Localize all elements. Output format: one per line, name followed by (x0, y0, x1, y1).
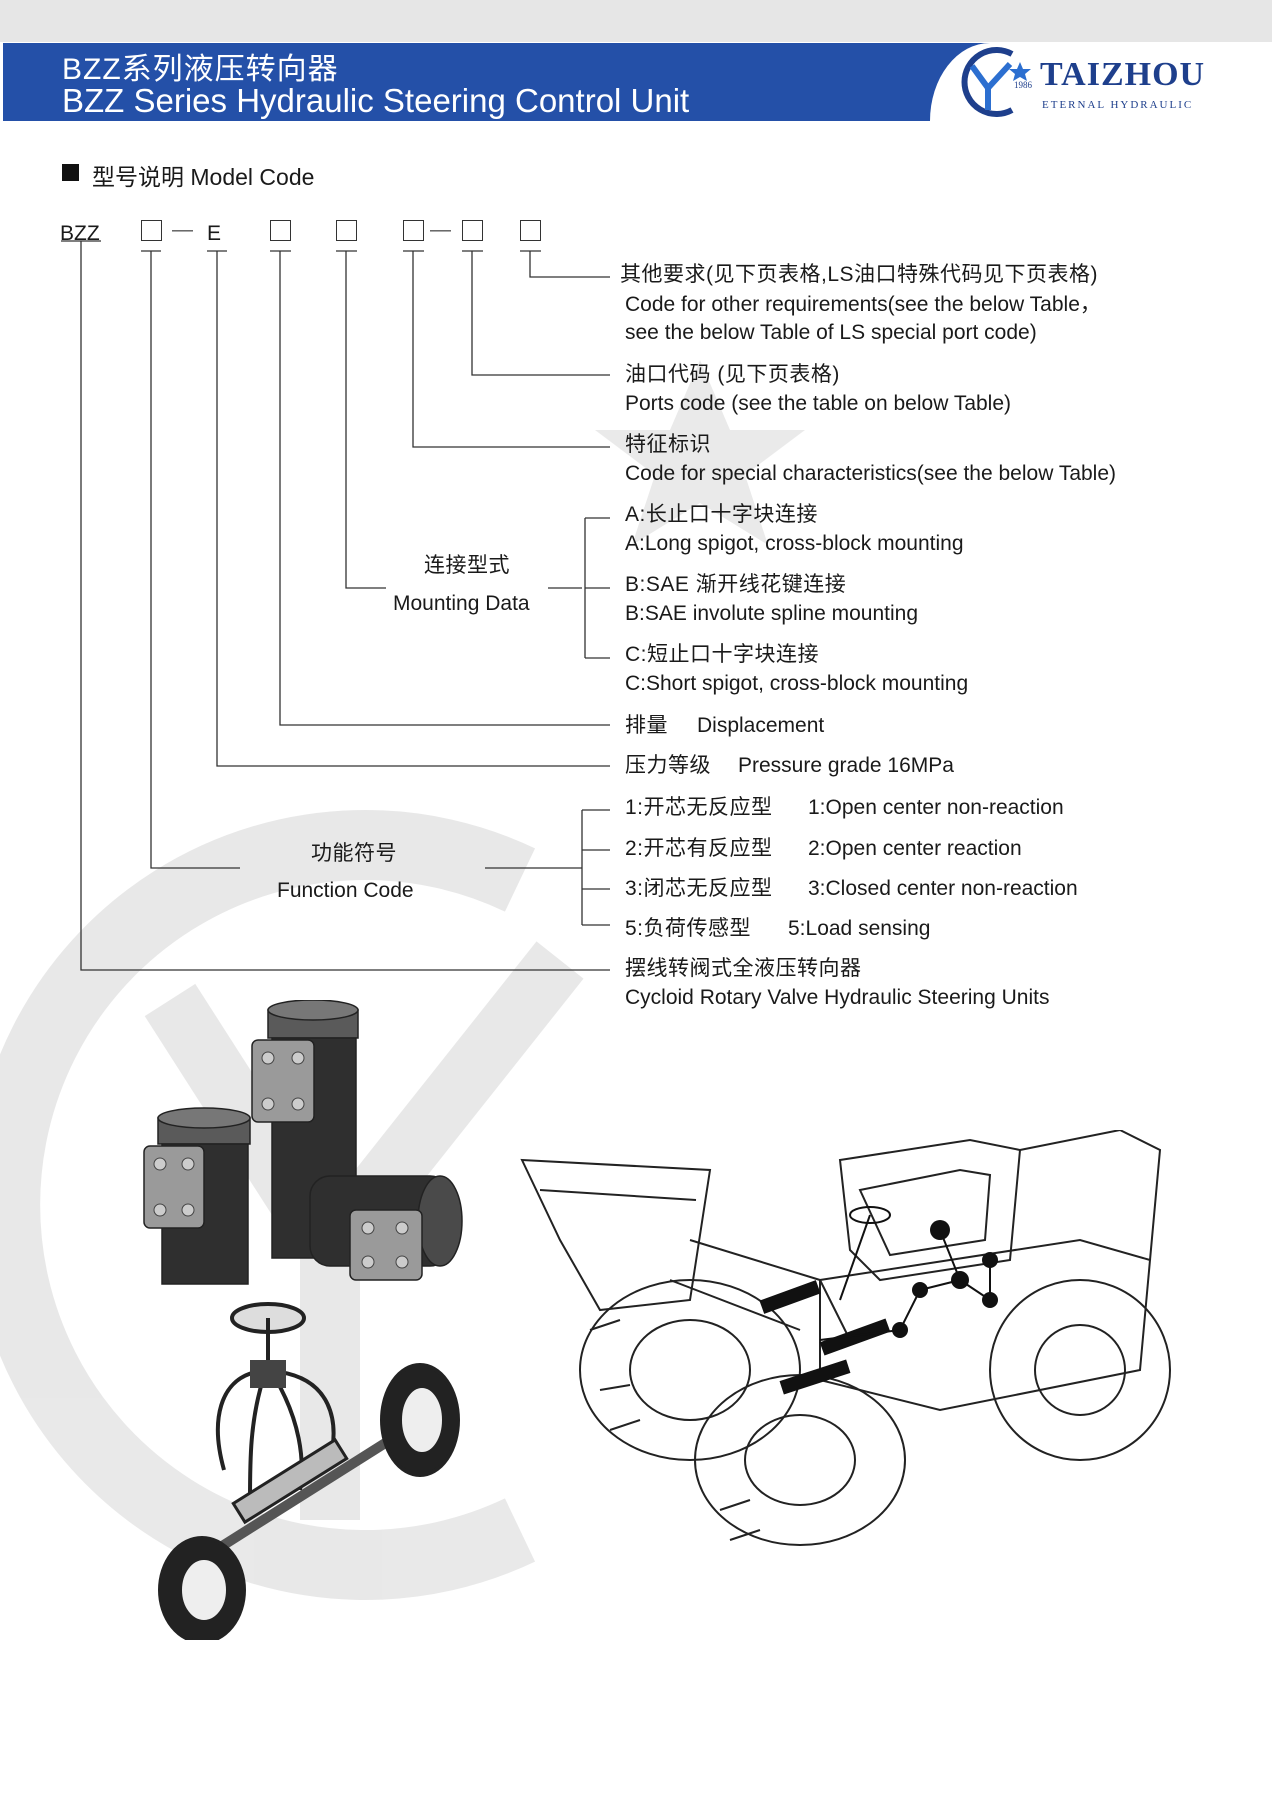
code-dash: — (172, 218, 193, 241)
mount-c-cn: C:短止口十字块连接 (625, 643, 819, 666)
ports-cn: 油口代码 (见下页表格) (625, 363, 840, 386)
code-box-other (520, 220, 541, 241)
func-2-en: 2:Open center reaction (808, 837, 1022, 860)
func-5-en: 5:Load sensing (788, 917, 931, 940)
special-en: Code for special characteristics(see the… (625, 462, 1117, 485)
code-box-function (141, 220, 162, 241)
brand-name: TAIZHOU (1040, 56, 1206, 93)
func-1-en: 1:Open center non-reaction (808, 796, 1064, 819)
displacement-en: Displacement (697, 714, 825, 737)
brand-subtitle: ETERNAL HYDRAULIC (1042, 99, 1194, 111)
mount-b-cn: B:SAE 渐开线花键连接 (625, 573, 847, 596)
title-chinese: BZZ系列液压转向器 (62, 53, 339, 86)
func-3-cn: 3:闭芯无反应型 (625, 877, 773, 900)
steering-unit-products-image (143, 1000, 463, 1640)
mount-b-en: B:SAE involute spline mounting (625, 602, 919, 625)
other-req-en: Code for other requirements(see the belo… (625, 293, 1101, 316)
code-dash: — (430, 218, 451, 241)
section-title: 型号说明 Model Code (92, 164, 315, 190)
function-en: Function Code (277, 879, 414, 902)
ports-en: Ports code (see the table on below Table… (625, 392, 1012, 415)
code-prefix: BZZ (60, 222, 100, 245)
mounting-en: Mounting Data (393, 592, 530, 615)
displacement-cn: 排量 (625, 714, 668, 737)
code-box-special (403, 220, 424, 241)
pressure-cn: 压力等级 (625, 754, 711, 777)
func-1-cn: 1:开芯无反应型 (625, 796, 773, 819)
code-letter: E (207, 222, 222, 245)
special-cn: 特征标识 (625, 433, 711, 456)
code-box-mounting (336, 220, 357, 241)
cycloid-cn: 摆线转阀式全液压转向器 (625, 957, 862, 980)
code-box-ports (462, 220, 483, 241)
top-band (0, 0, 1272, 42)
other-req-cn: 其他要求(见下页表格,LS油口特殊代码见下页表格) (620, 263, 1099, 286)
func-2-cn: 2:开芯有反应型 (625, 837, 773, 860)
func-3-en: 3:Closed center non-reaction (808, 877, 1078, 900)
func-5-cn: 5:负荷传感型 (625, 917, 752, 940)
mount-c-en: C:Short spigot, cross-block mounting (625, 672, 969, 695)
taizhou-logo-icon (961, 47, 1031, 117)
pressure-en: Pressure grade 16MPa (738, 754, 954, 777)
section-bullet (62, 164, 79, 181)
cycloid-en: Cycloid Rotary Valve Hydraulic Steering … (625, 986, 1050, 1009)
wheel-loader-drawing (520, 1130, 1171, 1546)
mount-a-en: A:Long spigot, cross-block mounting (625, 532, 964, 555)
mounting-cn: 连接型式 (424, 554, 510, 577)
logo-year: 1986 (1014, 80, 1032, 90)
other-req-en2: see the below Table of LS special port c… (625, 321, 1037, 344)
mount-a-cn: A:长止口十字块连接 (625, 503, 818, 526)
code-box-displacement (270, 220, 291, 241)
function-cn: 功能符号 (311, 842, 397, 865)
title-english: BZZ Series Hydraulic Steering Control Un… (62, 82, 690, 119)
